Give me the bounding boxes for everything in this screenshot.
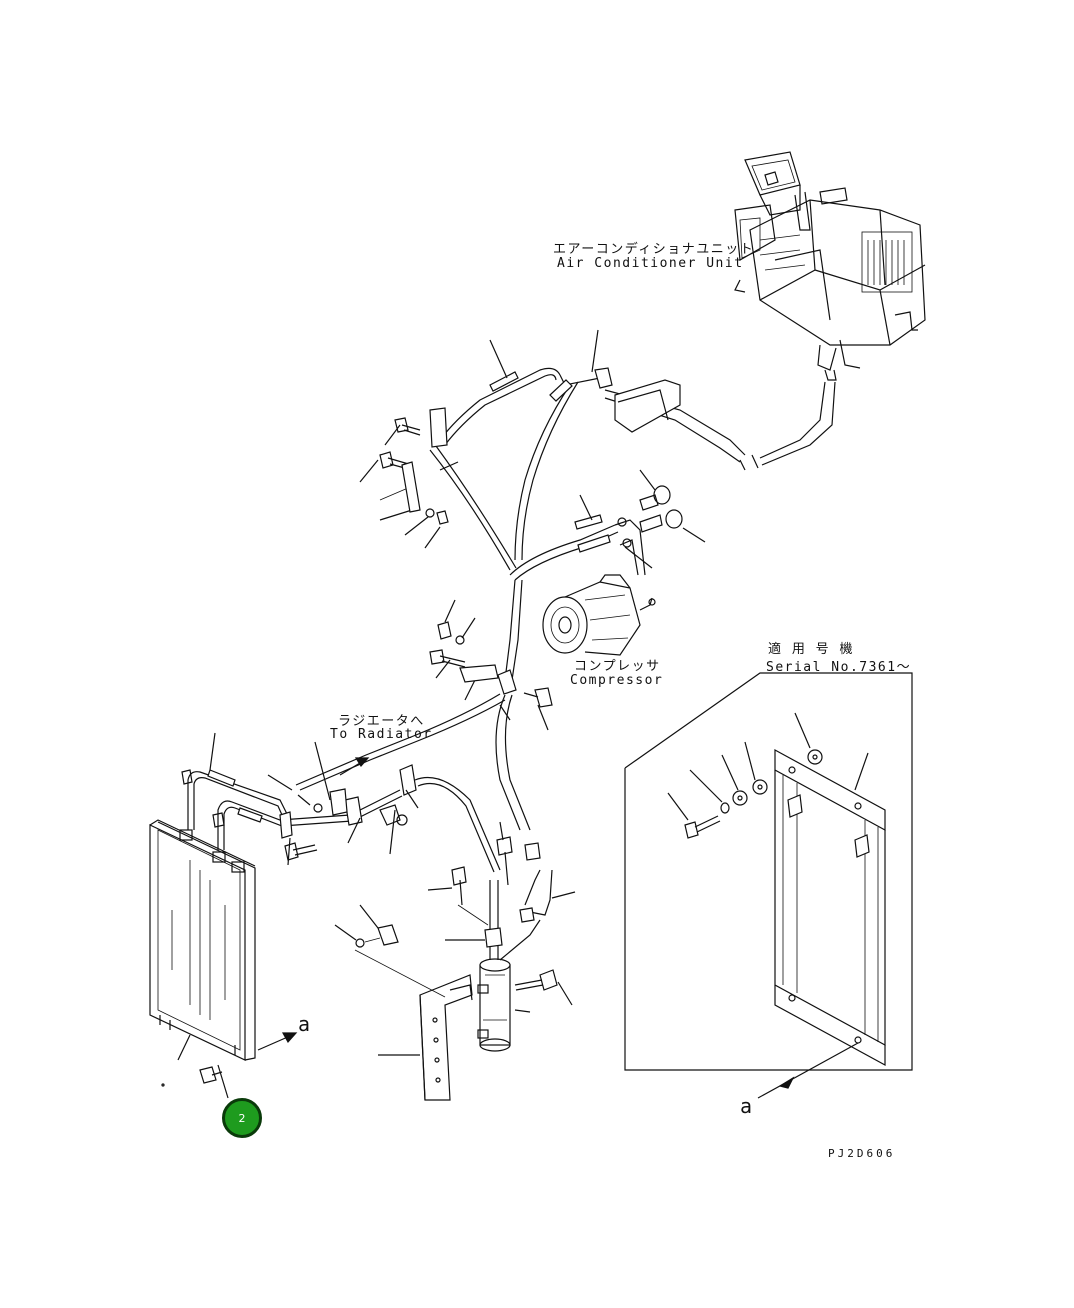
drier-bolts[interactable] bbox=[355, 836, 558, 991]
upper-clamp-bolts[interactable] bbox=[379, 407, 449, 525]
condenser[interactable] bbox=[149, 819, 256, 1061]
radiator-label-jp: ラジエータへ bbox=[338, 714, 425, 729]
middle-hoses[interactable] bbox=[295, 579, 531, 831]
radiator-label-en: To Radiator bbox=[330, 727, 433, 742]
serial-label-en: Serial No.7361～ bbox=[766, 660, 912, 675]
arrow-a-left-label: a bbox=[298, 1012, 311, 1036]
compressor-bolts[interactable] bbox=[639, 485, 683, 533]
compressor[interactable] bbox=[542, 574, 656, 656]
ac-unit-label-en: Air Conditioner Unit bbox=[557, 256, 744, 271]
compressor-label-jp: コンプレッサ bbox=[574, 659, 661, 674]
arrow-a-bottom bbox=[757, 1042, 859, 1099]
upper-hoses[interactable] bbox=[429, 367, 746, 571]
receiver-drier[interactable] bbox=[477, 869, 553, 1052]
compressor-hoses[interactable] bbox=[509, 514, 646, 581]
drawing-code: PJ2D606 bbox=[828, 1147, 896, 1160]
ac-pipe-lower bbox=[759, 381, 826, 459]
serial-inset-frame bbox=[624, 672, 913, 1071]
inset-hardware[interactable] bbox=[684, 749, 823, 839]
inset-frame-part[interactable] bbox=[774, 748, 886, 1067]
condenser-pipes[interactable] bbox=[181, 764, 501, 873]
air-conditioner-unit[interactable] bbox=[734, 151, 926, 381]
ac-unit-label-jp: エアーコンディショナユニット bbox=[553, 242, 755, 257]
arrow-a-left bbox=[257, 1032, 298, 1051]
mid-clamp-bolts[interactable] bbox=[429, 621, 553, 708]
to-radiator-arrow bbox=[339, 757, 370, 776]
serial-label-jp: 適 用 号 機 bbox=[768, 642, 854, 657]
callout-badge[interactable]: 2 bbox=[222, 1098, 262, 1138]
compressor-label-en: Compressor bbox=[570, 673, 664, 688]
arrow-a-bottom-label: a bbox=[740, 1094, 753, 1118]
bracket[interactable] bbox=[419, 974, 473, 1101]
condenser-bolts[interactable] bbox=[199, 788, 408, 1084]
